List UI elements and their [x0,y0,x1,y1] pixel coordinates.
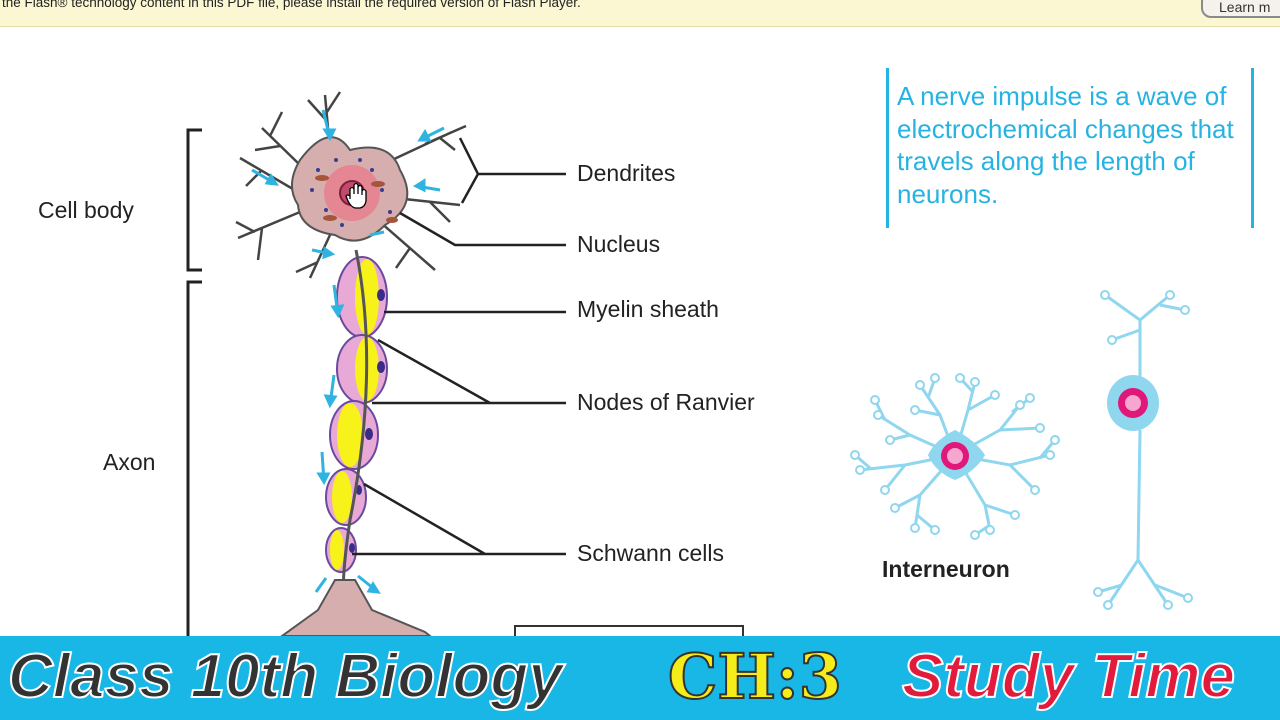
axon-terminal [278,579,433,637]
learn-more-button[interactable]: Learn m [1201,0,1280,18]
hand-cursor-icon [345,182,367,209]
label-nodes-of-ranvier: Nodes of Ranvier [577,389,755,415]
axon-core [341,249,369,601]
interneuron-caption: Interneuron [882,556,1010,582]
flash-notification-bar: the Flash® technology content in this PD… [0,0,1280,27]
leader-lines [352,137,566,556]
cell-body-bracket [186,128,202,272]
schwann-nuclei [349,289,385,553]
flash-message: the Flash® technology content in this PD… [2,0,581,10]
banner-title: Class 10th Biology [7,641,564,712]
label-cell-body: Cell body [38,197,134,223]
cell-granules [310,158,392,227]
interneuron-terminals [850,373,1060,540]
label-dendrites: Dendrites [577,160,676,186]
banner-tagline: Study Time [901,641,1236,712]
axon-bracket [186,280,202,636]
sensory-neuron-terminals [1093,290,1193,610]
label-nucleus: Nucleus [577,231,661,257]
sensory-neuron-branches [1097,293,1189,606]
video-title-banner: Class 10th Biology CH:3 Study Time [0,636,1280,720]
nerve-impulse-callout: A nerve impulse is a wave of electrochem… [886,68,1254,228]
label-axon: Axon [103,449,156,475]
label-schwann-cells: Schwann cells [577,540,725,566]
callout-text: A nerve impulse is a wave of electrochem… [897,81,1234,209]
mitochondria [315,175,398,223]
label-myelin-sheath: Myelin sheath [577,296,719,322]
impulse-arrows [251,109,445,594]
myelin-sheath-segments [325,256,388,573]
banner-chapter: CH:3 [667,639,843,714]
dendrites [235,91,467,279]
